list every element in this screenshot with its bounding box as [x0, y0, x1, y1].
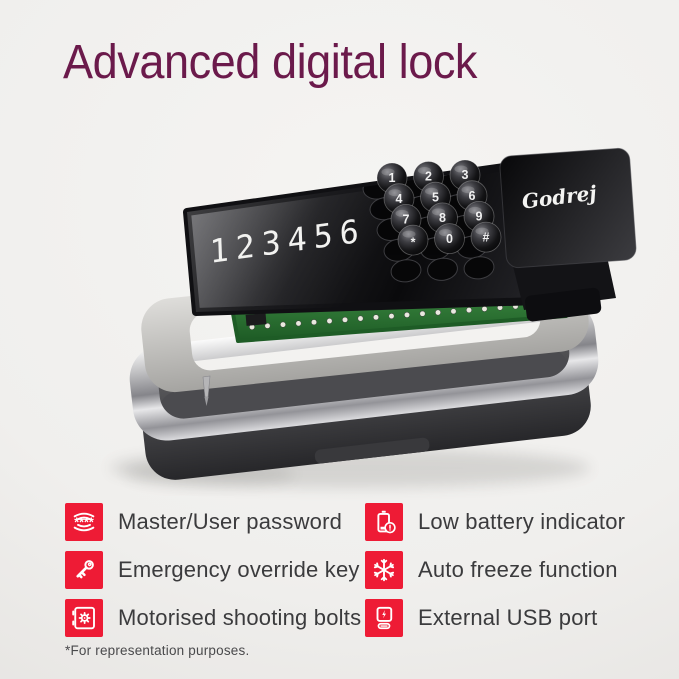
feature-low-battery-indicator: Low battery indicator — [365, 503, 625, 541]
feature-label: Master/User password — [118, 509, 343, 534]
svg-text:*: * — [411, 235, 416, 249]
keypad-button: 4 — [383, 183, 415, 215]
svg-text:7: 7 — [403, 213, 410, 227]
keypad-button: 0 — [434, 223, 465, 255]
feature-emergency-override-key: Emergency override key — [65, 551, 365, 589]
safe-gear-icon — [65, 599, 103, 637]
feature-list: **** Master/User password — [65, 503, 625, 637]
keypad-button: 1 — [376, 162, 408, 194]
gray-frame-layer — [141, 257, 589, 393]
keypad-button: 9 — [463, 200, 495, 232]
godrej-logo: Godrej — [521, 180, 599, 213]
circuit-board-layer — [230, 281, 568, 343]
password-waves-icon: **** — [65, 503, 103, 541]
low-battery-icon — [365, 503, 403, 541]
keypad-button: 7 — [390, 203, 422, 235]
feature-label: Emergency override key — [118, 557, 360, 582]
feature-column-left: **** Master/User password — [65, 503, 365, 637]
pcb-through-holes — [249, 301, 549, 330]
keypad-button: 2 — [413, 161, 444, 192]
chrome-frame-layer — [129, 299, 599, 441]
feature-label: Auto freeze function — [418, 557, 618, 582]
svg-text:4: 4 — [396, 192, 403, 206]
snowflake-icon — [365, 551, 403, 589]
keypad-button: 3 — [449, 159, 481, 191]
feature-external-usb-port: External USB port — [365, 599, 625, 637]
svg-text:8: 8 — [439, 211, 446, 225]
usb-port-icon — [365, 599, 403, 637]
feature-label: Low battery indicator — [418, 509, 626, 534]
keypad-button: 6 — [456, 180, 488, 212]
feature-label: Motorised shooting bolts — [118, 605, 362, 630]
svg-text:#: # — [483, 230, 490, 244]
product-shadow — [110, 448, 590, 488]
keypad-button: # — [470, 221, 502, 253]
cover-bracket — [512, 252, 616, 322]
svg-text:5: 5 — [432, 190, 439, 204]
footnote: *For representation purposes. — [65, 643, 250, 658]
feature-master-user-password: **** Master/User password — [65, 503, 365, 541]
svg-text:0: 0 — [446, 232, 453, 246]
brand-cover: Godrej — [499, 147, 637, 269]
keypad-button: 5 — [420, 181, 451, 213]
feature-label: External USB port — [418, 605, 598, 630]
svg-text:1: 1 — [389, 171, 396, 185]
pcb-components — [245, 287, 549, 326]
lock-base-layer — [141, 340, 591, 480]
svg-text:9: 9 — [476, 210, 483, 224]
key-icon — [65, 551, 103, 589]
keypad-button: 8 — [427, 202, 458, 234]
front-panel-layer: 1 2 3 4 5 6 — [183, 159, 542, 316]
feature-auto-freeze-function: Auto freeze function — [365, 551, 625, 589]
svg-text:6: 6 — [469, 189, 476, 203]
screw-pin — [202, 375, 211, 406]
keypad-holes — [362, 173, 495, 283]
keypad-buttons: 1 2 3 4 5 6 7 8 9 * 0 # — [376, 159, 502, 256]
keypad-button: * — [397, 224, 429, 256]
feature-motorised-shooting-bolts: Motorised shooting bolts — [65, 599, 365, 637]
svg-text:3: 3 — [462, 168, 469, 182]
svg-text:2: 2 — [425, 170, 432, 184]
lock-body-connector — [492, 177, 548, 293]
feature-column-right: Low battery indicator Auto freeze functi… — [365, 503, 625, 637]
page-title: Advanced digital lock — [63, 36, 478, 89]
svg-text:****: **** — [74, 516, 94, 530]
passcode-display: 123456 — [209, 211, 366, 271]
